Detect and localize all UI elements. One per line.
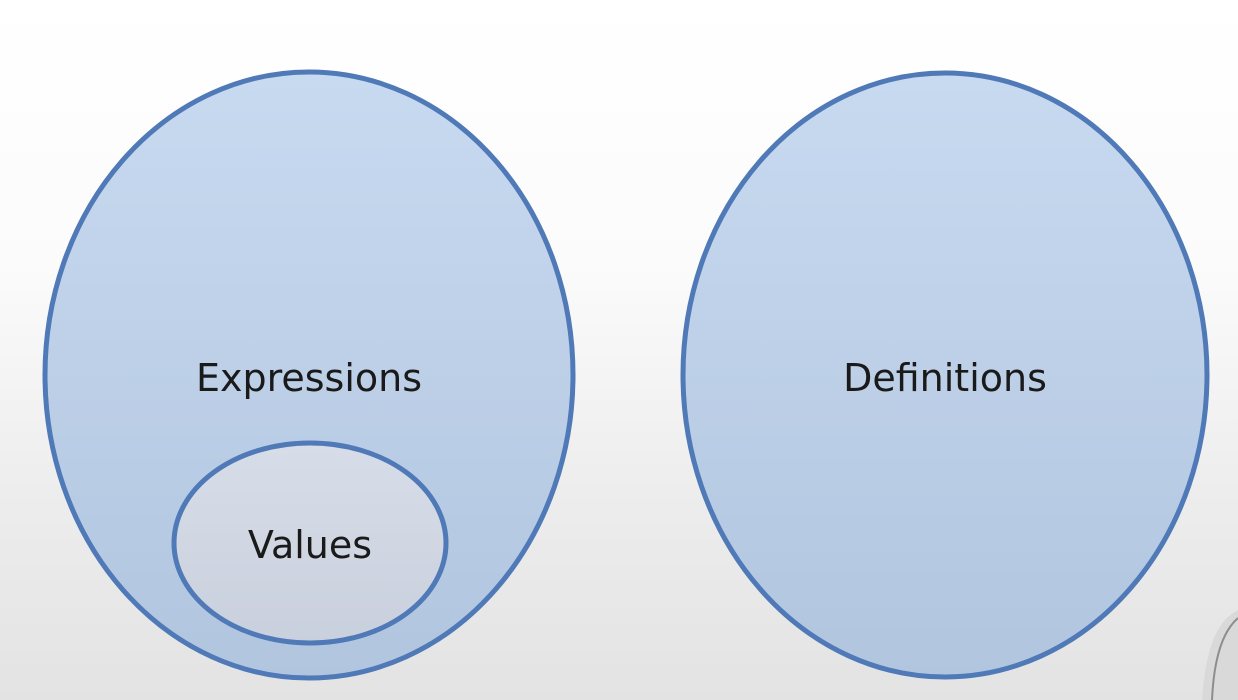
values-ellipse (171, 440, 449, 646)
expressions-label: Expressions (196, 356, 422, 400)
definitions-label: Definitions (843, 356, 1047, 400)
definitions-ellipse (680, 70, 1210, 680)
presenter-silhouette (1178, 610, 1238, 700)
values-label: Values (248, 523, 372, 567)
